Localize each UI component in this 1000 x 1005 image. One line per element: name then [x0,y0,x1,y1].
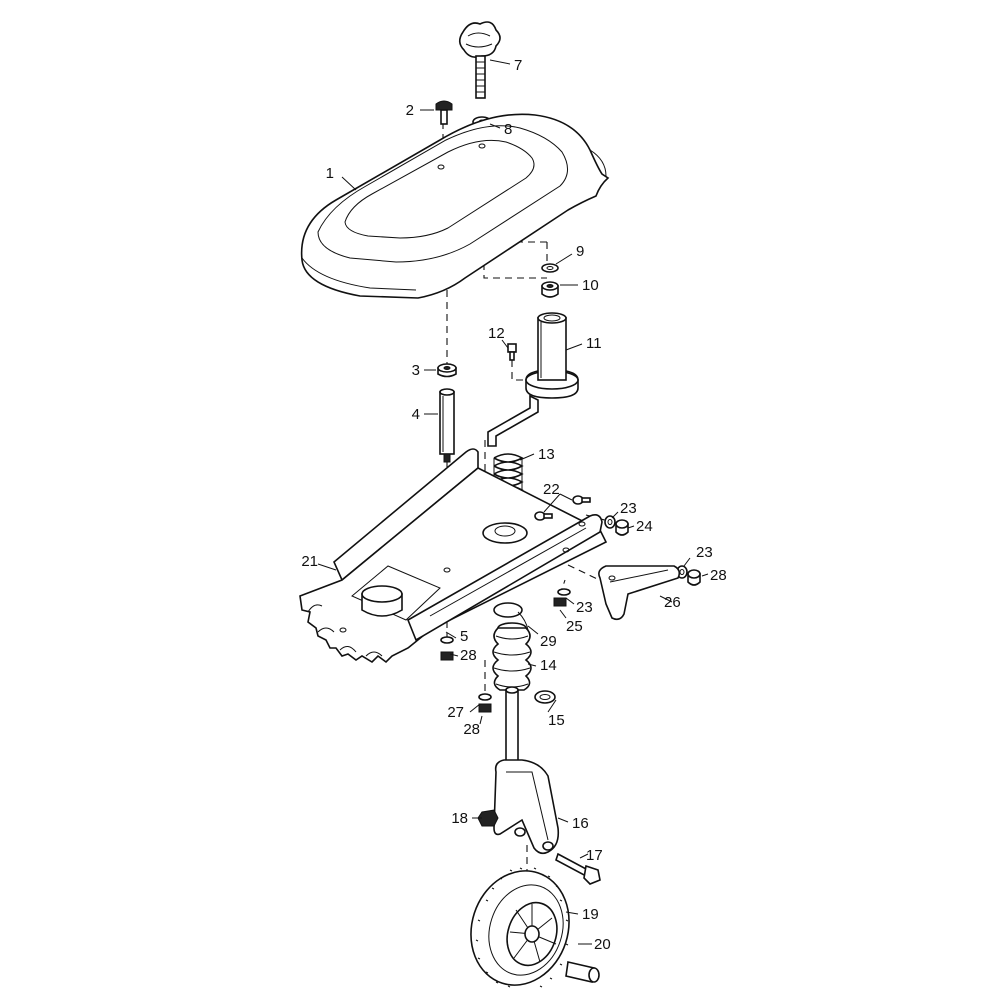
callout-7: 7 [514,57,522,74]
callout-23a: 23 [620,500,637,517]
callout-1: 1 [326,165,334,182]
star-knob-part-7 [458,21,501,99]
column-sleeve-part-11 [525,312,579,399]
callout-18: 18 [451,810,468,827]
leader-lines [317,59,709,945]
callout-11: 11 [586,335,602,352]
nut-part-28-left [440,651,454,661]
callout-3: 3 [412,362,420,379]
callout-19: 19 [582,906,599,923]
callout-10: 10 [582,277,599,294]
washer-nut-parts-23-25 [553,588,571,607]
bolt-part-17 [555,852,601,885]
callout-12: 12 [488,325,505,342]
callout-20: 20 [594,936,611,953]
spacer-tube-part-4 [439,388,455,463]
clip-ring-part-29 [493,602,529,631]
axle-bushing-part-20 [565,961,600,983]
callout-21: 21 [301,553,318,570]
callout-27: 27 [447,704,464,721]
bolt-part-12 [507,343,517,361]
callout-16: 16 [572,815,589,832]
callout-labels: 1 2 3 4 5 7 8 9 10 11 12 13 14 15 16 17 … [301,57,726,953]
wheel-part-19 [470,867,570,988]
washer-part-5 [440,636,454,644]
chassis-plate-part-21 [299,448,608,664]
callout-9: 9 [576,243,584,260]
washer-nut-parts-23-24 [604,515,629,536]
callout-2: 2 [406,102,414,119]
ring-part-15 [534,690,556,704]
nut-part-3 [437,363,457,378]
callout-23b: 23 [696,544,713,561]
callout-14: 14 [540,657,557,674]
callout-24: 24 [636,518,653,535]
washer-nut-parts-23-28-right [676,565,701,586]
callout-5: 5 [460,628,468,645]
callout-28-lower: 28 [463,721,480,738]
washer-part-27 [478,693,492,701]
callout-22: 22 [543,481,560,498]
support-arm [487,394,539,447]
wheel-fork-part-16 [493,686,560,855]
callout-8: 8 [504,121,512,138]
callout-23c: 23 [576,599,593,616]
tire-tread-texture [475,867,569,988]
callout-26: 26 [664,594,681,611]
nut-part-28-lower [478,703,492,713]
callout-28-right: 28 [710,567,727,584]
washer-part-9 [541,263,559,273]
bellows-part-14 [492,622,532,691]
nut-part-10 [541,281,559,298]
callout-15: 15 [548,712,565,729]
bracket-part-26 [598,565,681,621]
callout-17: 17 [586,847,603,864]
callout-4: 4 [412,406,420,423]
thumb-screw-part-2 [435,100,453,125]
callout-25: 25 [566,618,583,635]
cover-hood-part-1 [300,113,610,299]
callout-29: 29 [540,633,557,650]
callout-13: 13 [538,446,555,463]
callout-28-left: 28 [460,647,477,664]
screw-part-22 [534,495,591,521]
